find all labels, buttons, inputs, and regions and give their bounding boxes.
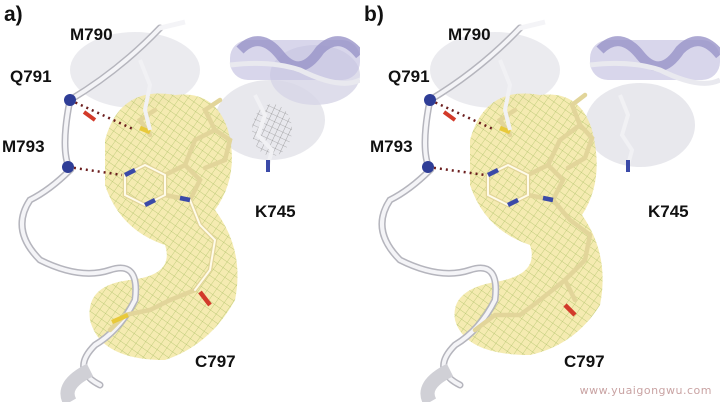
methionine-sidechain: [138, 59, 153, 131]
backbone-ribbon: [159, 19, 186, 31]
nitrogen-atom: [506, 197, 520, 208]
helix-ribbon: [596, 36, 720, 72]
panel-a: a) M790 Q791 M793 K745 C797: [2, 3, 360, 402]
nitrogen-atom: [143, 197, 157, 208]
backbone-nitrogen: [422, 161, 434, 173]
backbone-oxygen: [442, 110, 457, 122]
protein-surface: [585, 83, 695, 167]
backbone-nitrogen: [424, 94, 436, 106]
lysine-sidechain: [618, 94, 635, 166]
protein-surface: [430, 32, 560, 108]
ligand-sticks-highlight: [124, 163, 217, 291]
protein-surface: [70, 32, 200, 108]
backbone-ribbon: [519, 19, 546, 31]
residue-label-m790: M790: [448, 25, 491, 44]
helix-ribbon-bottom: [60, 363, 94, 402]
panel-label: b): [364, 3, 384, 26]
residue-label-q791: Q791: [388, 67, 430, 86]
oxygen-atom: [198, 290, 212, 307]
nitrogen-atom: [123, 167, 137, 178]
nitrogen-atom: [179, 195, 191, 203]
nitrogen-atom: [542, 195, 554, 203]
watermark: www.yuaigongwu.com: [579, 384, 712, 397]
sulfur-atom: [499, 125, 511, 135]
residue-label-q791: Q791: [10, 67, 52, 86]
panel-label: a): [4, 3, 23, 26]
residue-label-m793: M793: [2, 137, 45, 156]
methionine-sidechain: [498, 59, 513, 131]
backbone-oxygen: [82, 110, 97, 122]
panel-a-structure: [18, 19, 360, 402]
residue-label-m790: M790: [70, 25, 113, 44]
sulfur-atom: [139, 125, 151, 135]
sulfur-atom: [111, 312, 129, 325]
residue-label-c797: C797: [195, 352, 236, 371]
ligand-sticks-highlight: [487, 163, 529, 207]
electron-density-mesh: [454, 93, 603, 355]
oxygen-atom: [563, 303, 577, 317]
residue-label-c797: C797: [564, 352, 605, 371]
helix-ribbon-bottom: [420, 363, 454, 402]
nitrogen-atom: [486, 167, 500, 178]
backbone-ribbon: [589, 60, 720, 86]
residue-label-k745: K745: [648, 202, 689, 221]
panel-b: b) M790 Q791 M793 K745 C797: [360, 0, 720, 402]
residue-label-m793: M793: [370, 137, 413, 156]
backbone-nitrogen: [64, 94, 76, 106]
residue-label-k745: K745: [255, 202, 296, 221]
panel-b-structure: [378, 19, 720, 402]
backbone-nitrogen: [62, 161, 74, 173]
lysine-sidechain: [253, 94, 275, 166]
lysine-density: [252, 104, 292, 156]
backbone-ribbon: [229, 60, 360, 86]
helix-ribbon: [236, 36, 360, 72]
